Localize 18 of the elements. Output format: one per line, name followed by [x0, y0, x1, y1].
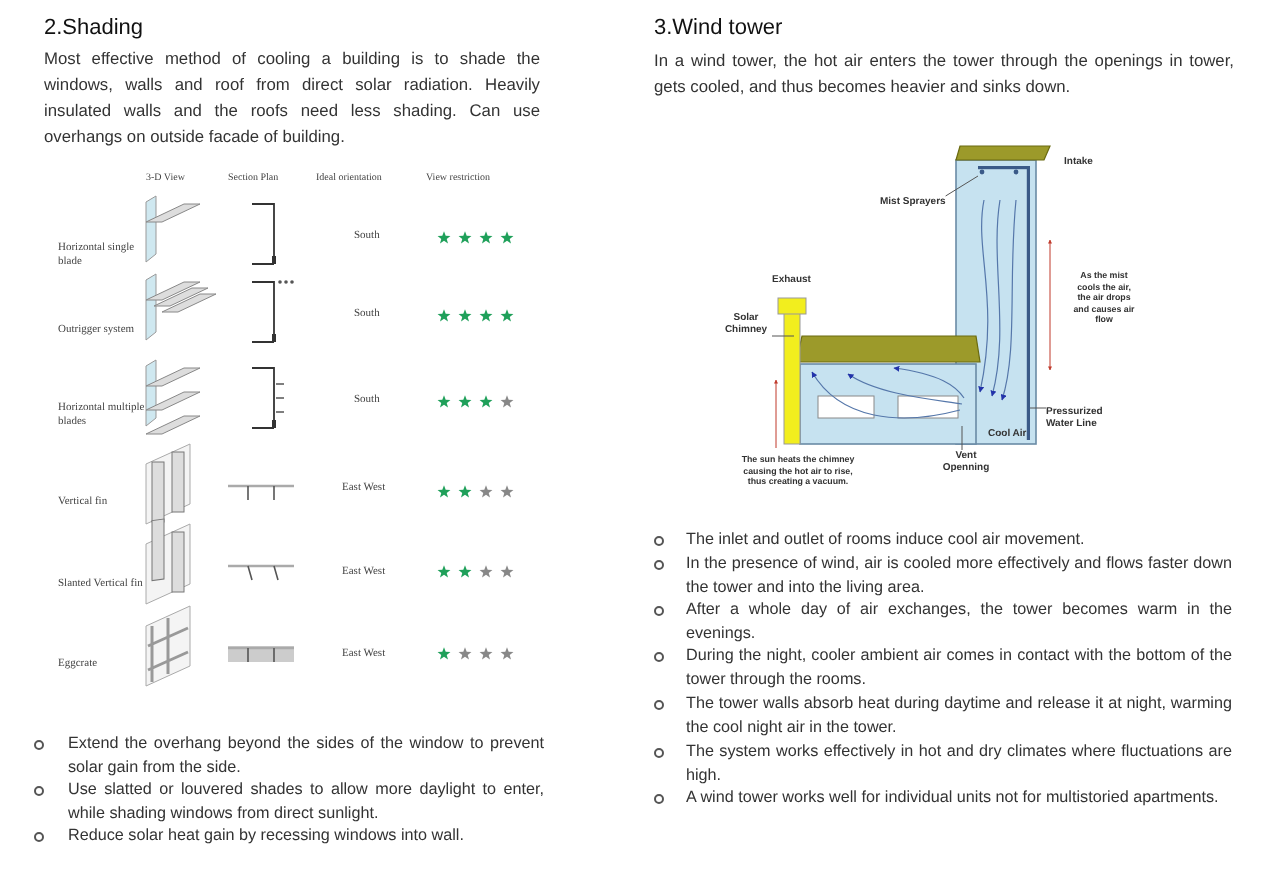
section-heading: 2.Shading	[44, 16, 144, 44]
bullet-text: In the presence of wind, air is cooled more effectively and flows faster down the tower and into the living area.	[686, 552, 1232, 599]
bullet-text: Extend the overhang beyond the sides of the window to prevent solar gain from the side.	[68, 732, 544, 779]
paragraph: In a wind tower, the hot air enters the tower through the openings in tower, gets cooled, and thus becomes heavier and sinks down.	[654, 48, 1234, 100]
section-heading: 3.Wind tower	[654, 16, 783, 44]
bullet-text: Use slatted or louvered shades to allow more daylight to enter, while shading windows from direct sunlight.	[68, 778, 544, 825]
bullet-text: The inlet and outlet of rooms induce cool air movement.	[686, 528, 1087, 552]
leader-line	[1029, 407, 1047, 409]
leader-line	[945, 175, 979, 197]
leader-line	[771, 335, 795, 337]
paragraph: Most effective method of cooling a building is to shade the windows, walls and roof from direct solar radiation. Heavily insulated walls and the roofs need less shading. Can use overhangs on outside facade of building.	[44, 46, 540, 150]
bullet-text: A wind tower works well for individual units not for multistoried apartments.	[686, 786, 1221, 810]
bullet-text: The system works effectively in hot and dry climates where fluctuations are high.	[686, 740, 1232, 787]
bullet-text: Reduce solar heat gain by recessing windows into wall.	[68, 824, 466, 848]
bullet-text: The tower walls absorb heat during daytime and release it at night, warming the cool night air in the tower.	[686, 692, 1232, 739]
bullet-text: During the night, cooler ambient air comes in contact with the bottom of the tower through the rooms.	[686, 644, 1232, 691]
bullet-text: After a whole day of air exchanges, the tower becomes warm in the evenings.	[686, 598, 1232, 645]
leader-line	[961, 425, 963, 451]
